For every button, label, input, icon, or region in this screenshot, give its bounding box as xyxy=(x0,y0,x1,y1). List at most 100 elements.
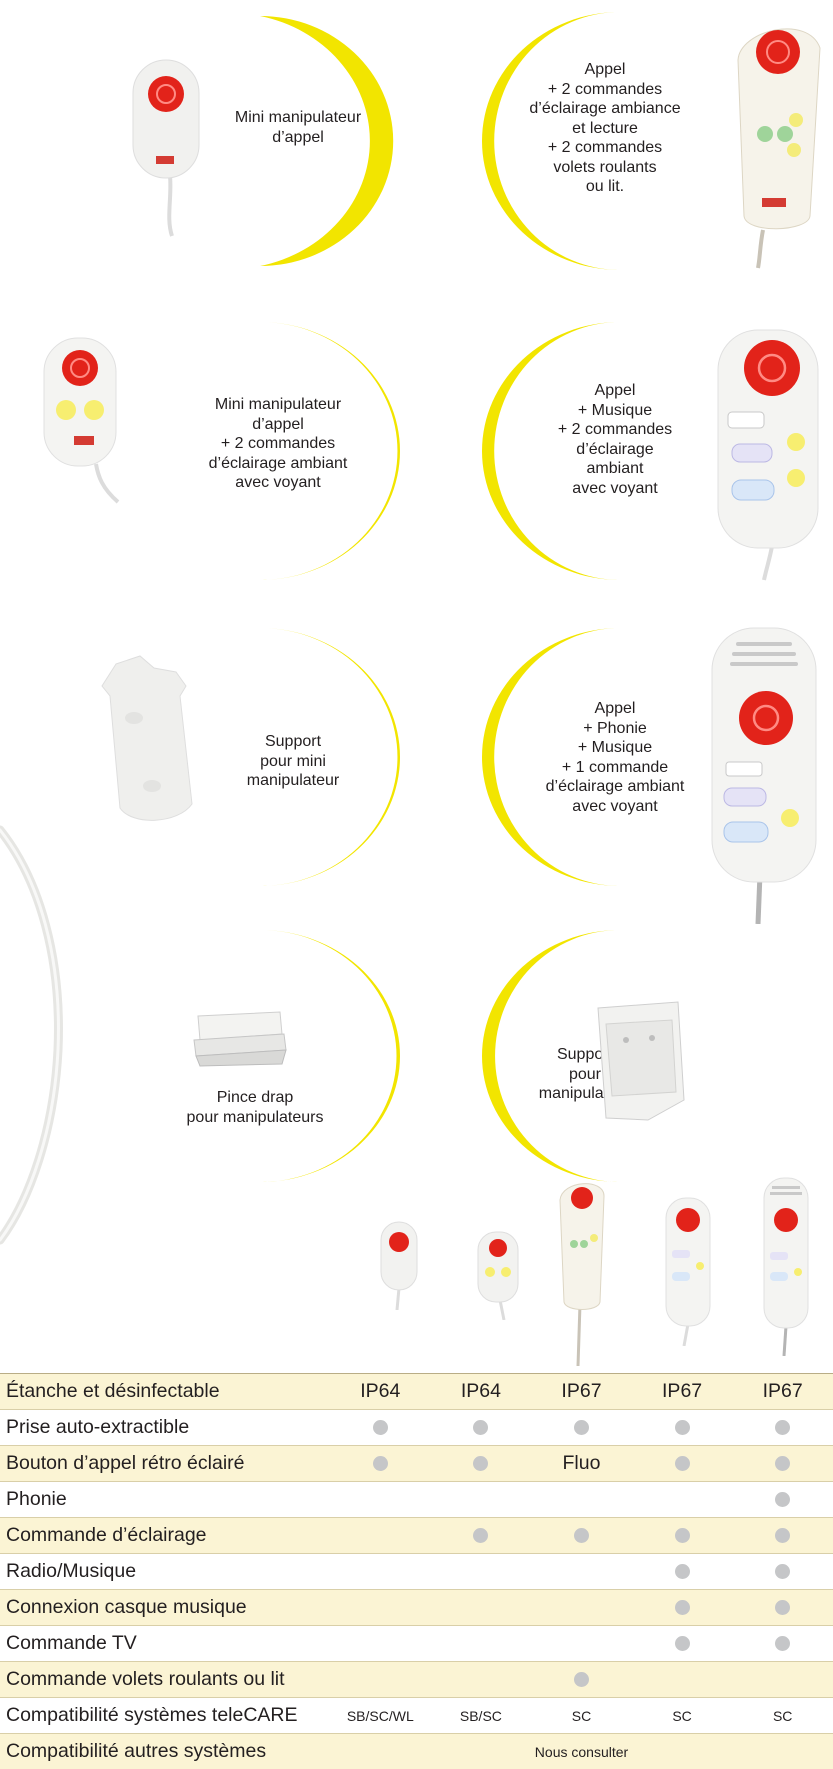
row-label: Compatibilité systèmes teleCARE xyxy=(0,1697,330,1734)
text-line: et lecture xyxy=(572,119,638,137)
cell-value xyxy=(430,1445,532,1482)
cell-value xyxy=(531,1517,632,1554)
feature-available-dot xyxy=(775,1456,791,1472)
product-description: Mini manipulateur d’appel xyxy=(208,108,388,147)
cell-value xyxy=(732,1589,833,1626)
feature-available-dot xyxy=(473,1420,489,1436)
text-line: Pince drap xyxy=(216,1089,294,1106)
text-line: d’éclairage ambiant xyxy=(545,778,685,795)
cell-value xyxy=(430,1481,532,1518)
cell-value xyxy=(631,1481,733,1518)
text-line: + 2 commandes xyxy=(547,139,663,156)
cell-value xyxy=(531,1589,632,1626)
cell-value xyxy=(330,1445,431,1482)
text-line: manipulateur xyxy=(246,772,340,789)
row-label: Commande d’éclairage xyxy=(0,1517,330,1554)
cell-value xyxy=(430,1517,532,1554)
row-label: Connexion casque musique xyxy=(0,1589,330,1626)
cell-value xyxy=(531,1481,632,1518)
cell-value xyxy=(631,1409,733,1446)
feature-available-dot xyxy=(372,1420,388,1436)
feature-available-dot xyxy=(573,1528,589,1544)
text-line: ambiant xyxy=(586,460,644,477)
text-line: + Musique xyxy=(577,739,653,756)
cell-value xyxy=(531,1661,632,1698)
text-line: + Phonie xyxy=(583,719,647,737)
feature-available-dot xyxy=(674,1456,690,1472)
feature-available-dot xyxy=(674,1420,690,1436)
text-line: Appel xyxy=(594,382,636,399)
text-line: d’éclairage ambiance xyxy=(529,100,681,117)
feature-available-dot xyxy=(372,1456,388,1472)
merged-cell-value: Nous consulter xyxy=(330,1733,833,1769)
cell-value xyxy=(330,1625,431,1662)
cell-value: Fluo xyxy=(531,1445,632,1482)
cell-value xyxy=(631,1445,733,1482)
table-row: Commande TV xyxy=(0,1625,833,1662)
row-label: Compatibilité autres systèmes xyxy=(0,1733,330,1769)
mini-call-handset-image xyxy=(380,1221,418,1310)
product-description: Mini manipulateur d’appel + 2 commandes … xyxy=(183,395,373,493)
cell-value xyxy=(531,1553,632,1590)
call-phone-music-handset-image xyxy=(711,627,817,924)
cell-value xyxy=(732,1445,833,1482)
row-label: Étanche et désinfectable xyxy=(0,1373,330,1410)
cell-value xyxy=(430,1553,532,1590)
cell-value xyxy=(330,1553,431,1590)
row-label: Commande volets roulants ou lit xyxy=(0,1661,330,1698)
call-light-shutters-handset-image xyxy=(737,28,821,269)
cell-value: IP64 xyxy=(330,1373,431,1410)
mini-call-handset-image xyxy=(132,59,200,237)
cell-value xyxy=(631,1553,733,1590)
table-row: Bouton d’appel rétro éclairé Fluo xyxy=(0,1445,833,1482)
text-line: d’appel xyxy=(252,415,304,433)
text-line: + 2 commandes xyxy=(557,421,673,438)
table-row: Prise auto-extractible xyxy=(0,1409,833,1446)
cell-value xyxy=(732,1481,833,1518)
cell-value xyxy=(631,1625,733,1662)
cell-value xyxy=(732,1553,833,1590)
table-row: Radio/Musique xyxy=(0,1553,833,1590)
product-description: Appel + Musique + 2 commandes d’éclairag… xyxy=(525,381,705,498)
text-line: + Musique xyxy=(577,401,653,419)
cell-value xyxy=(430,1409,532,1446)
cell-value: IP67 xyxy=(631,1373,733,1410)
text-line: avec voyant xyxy=(572,797,658,815)
handset-support-image xyxy=(597,1001,685,1121)
mini-call-light-handset-image xyxy=(477,1231,519,1320)
row-label: Bouton d’appel rétro éclairé xyxy=(0,1445,330,1482)
feature-available-dot xyxy=(674,1528,690,1544)
feature-available-dot xyxy=(775,1420,791,1436)
feature-available-dot xyxy=(775,1564,791,1580)
text-line: avec voyant xyxy=(572,479,658,497)
feature-available-dot xyxy=(775,1636,791,1652)
row-label: Radio/Musique xyxy=(0,1553,330,1590)
feature-available-dot xyxy=(573,1420,589,1436)
sheet-clip-image xyxy=(193,1011,287,1067)
text-line: pour manipulateurs xyxy=(186,1108,324,1126)
cell-value: IP67 xyxy=(732,1373,833,1410)
mini-support-image xyxy=(101,655,193,821)
cell-value xyxy=(330,1481,431,1518)
cell-value xyxy=(631,1589,733,1626)
call-music-light-handset-image xyxy=(717,329,819,581)
feature-available-dot xyxy=(674,1636,690,1652)
cell-value xyxy=(430,1589,532,1626)
cell-value xyxy=(430,1625,532,1662)
text-line: Mini manipulateur xyxy=(214,396,342,413)
cell-value: SC xyxy=(732,1697,833,1734)
device-thumbnails-row xyxy=(360,1158,833,1368)
text-line: + 2 commandes xyxy=(220,435,336,452)
text-line: pour mini xyxy=(260,752,326,770)
cell-value: SC xyxy=(631,1697,733,1734)
cell-value xyxy=(732,1661,833,1698)
feature-available-dot xyxy=(674,1600,690,1616)
cell-value: SB/SC/WL xyxy=(330,1697,431,1734)
cell-value xyxy=(631,1661,733,1698)
cell-value xyxy=(732,1625,833,1662)
cell-value xyxy=(330,1517,431,1554)
text-line: d’éclairage xyxy=(576,440,654,458)
cell-value xyxy=(631,1517,733,1554)
feature-available-dot xyxy=(775,1600,791,1616)
row-label: Commande TV xyxy=(0,1625,330,1662)
